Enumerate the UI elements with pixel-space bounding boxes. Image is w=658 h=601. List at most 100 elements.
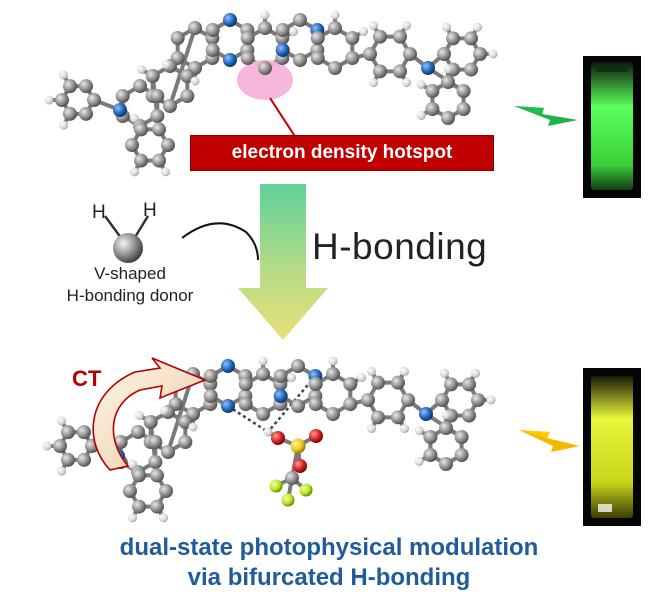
bottom-atom-c <box>435 393 449 407</box>
bottom-atom-h <box>414 426 424 435</box>
hotspot-label: electron density hotspot <box>190 135 494 171</box>
top-atom-c <box>125 138 139 152</box>
bottom-atom-c <box>123 484 137 498</box>
bottom-atom-h <box>159 513 168 523</box>
bottom-atom-c <box>423 448 438 462</box>
top-atom-c <box>145 69 160 83</box>
bottom-atom-c <box>238 377 253 391</box>
caption-line1: dual-state photophysical modulation <box>119 534 539 561</box>
bottom-atom-c <box>256 367 270 381</box>
top-bond <box>168 26 197 108</box>
donor-caption: V-shaped H-bonding donor <box>40 263 220 307</box>
bottom-atom-c <box>462 377 476 392</box>
top-atom-n <box>421 61 435 75</box>
bottom-atom-h <box>287 373 297 382</box>
top-atom-c <box>205 43 220 57</box>
bottom-atom-o <box>293 459 307 473</box>
bottom-atom-s <box>290 438 306 454</box>
bottom-atom-n <box>221 399 235 413</box>
bottom-atom-h <box>400 366 409 376</box>
top-atom-n <box>223 13 237 27</box>
bottom-atom-n <box>273 389 288 403</box>
top-atom-c <box>133 79 147 93</box>
top-atom-c <box>170 31 185 45</box>
bottom-atom-c <box>61 425 75 440</box>
bottom-atom-h <box>414 457 424 466</box>
top-atom-c <box>441 111 455 125</box>
bottom-atom-c <box>343 397 358 411</box>
top-atom-c <box>345 51 360 65</box>
top-atom-c <box>152 122 166 137</box>
charge-transfer-arrow <box>92 357 208 471</box>
bottom-atom-o <box>309 429 323 443</box>
bottom-atom-c <box>454 430 469 444</box>
bottom-atom-c <box>326 407 340 421</box>
bottom-atom-c <box>161 445 175 459</box>
binding-arc <box>181 222 259 261</box>
top-atom-c <box>393 64 407 79</box>
bottom-atom-c <box>113 435 128 449</box>
electron-density-hotspot <box>237 60 293 100</box>
bottom-atom-h <box>258 356 268 366</box>
hbond-gradient-arrow <box>238 184 328 340</box>
bottom-atom-c <box>150 468 164 483</box>
top-atom-h <box>190 76 200 86</box>
top-atom-c <box>240 31 255 45</box>
top-atom-c <box>363 47 377 61</box>
bottom-atom-c <box>471 393 485 407</box>
top-atom-c <box>258 61 272 75</box>
top-atom-h <box>473 22 482 32</box>
yellow-emission-cuvette <box>583 368 641 526</box>
green-emission-cuvette <box>583 56 641 198</box>
bottom-atom-n <box>221 359 235 373</box>
top-atom-h <box>289 27 299 36</box>
bottom-atom-c <box>361 393 375 407</box>
top-atom-h <box>416 80 426 89</box>
top-atom-h <box>402 78 411 88</box>
top-atom-c <box>293 53 307 67</box>
bottom-atom-c <box>53 439 67 453</box>
bottom-atom-c <box>148 435 163 449</box>
bottom-atom-h <box>57 466 66 476</box>
top-atom-h <box>260 10 270 20</box>
bottom-atom-c <box>77 425 91 440</box>
bottom-atom-c <box>291 359 305 373</box>
top-atom-c <box>258 21 272 35</box>
bottom-atom-c <box>143 415 158 429</box>
top-atom-n <box>113 103 127 117</box>
bottom-atom-c <box>401 393 415 407</box>
top-atom-h <box>402 20 411 30</box>
top-atom-c <box>373 64 387 79</box>
top-atom-c <box>425 102 440 116</box>
bottom-atom-c <box>238 397 253 411</box>
donor-caption-line1: V-shaped <box>94 264 166 283</box>
bottom-atom-c <box>256 407 270 421</box>
top-atom-h <box>359 27 369 36</box>
donor-caption-line2: H-bonding donor <box>66 286 194 305</box>
bottom-atom-h <box>328 356 338 366</box>
top-atom-h <box>130 113 139 123</box>
bottom-atom-c <box>439 457 453 471</box>
top-atom-c <box>188 21 202 35</box>
top-atom-c <box>240 51 255 65</box>
top-atom-c <box>464 62 478 77</box>
top-atom-h <box>369 20 378 30</box>
bottom-atom-c <box>61 452 75 467</box>
bottom-atom-f <box>281 493 295 507</box>
bottom-atom-c <box>444 377 458 392</box>
hotspot-pointer-line <box>269 97 297 139</box>
top-atom-c <box>87 93 101 107</box>
top-atom-c <box>115 89 130 103</box>
figure-caption: dual-state photophysical modulation via … <box>0 533 658 593</box>
top-atom-h <box>130 167 139 177</box>
top-molecule-atoms <box>44 10 498 177</box>
top-atom-c <box>446 31 460 46</box>
bottom-atom-c <box>371 410 385 425</box>
top-atom-c <box>310 31 325 45</box>
top-atom-c <box>310 51 325 65</box>
top-atom-c <box>464 31 478 46</box>
top-atom-c <box>293 13 307 27</box>
top-atom-h <box>443 64 453 74</box>
top-atom-c <box>328 61 342 75</box>
